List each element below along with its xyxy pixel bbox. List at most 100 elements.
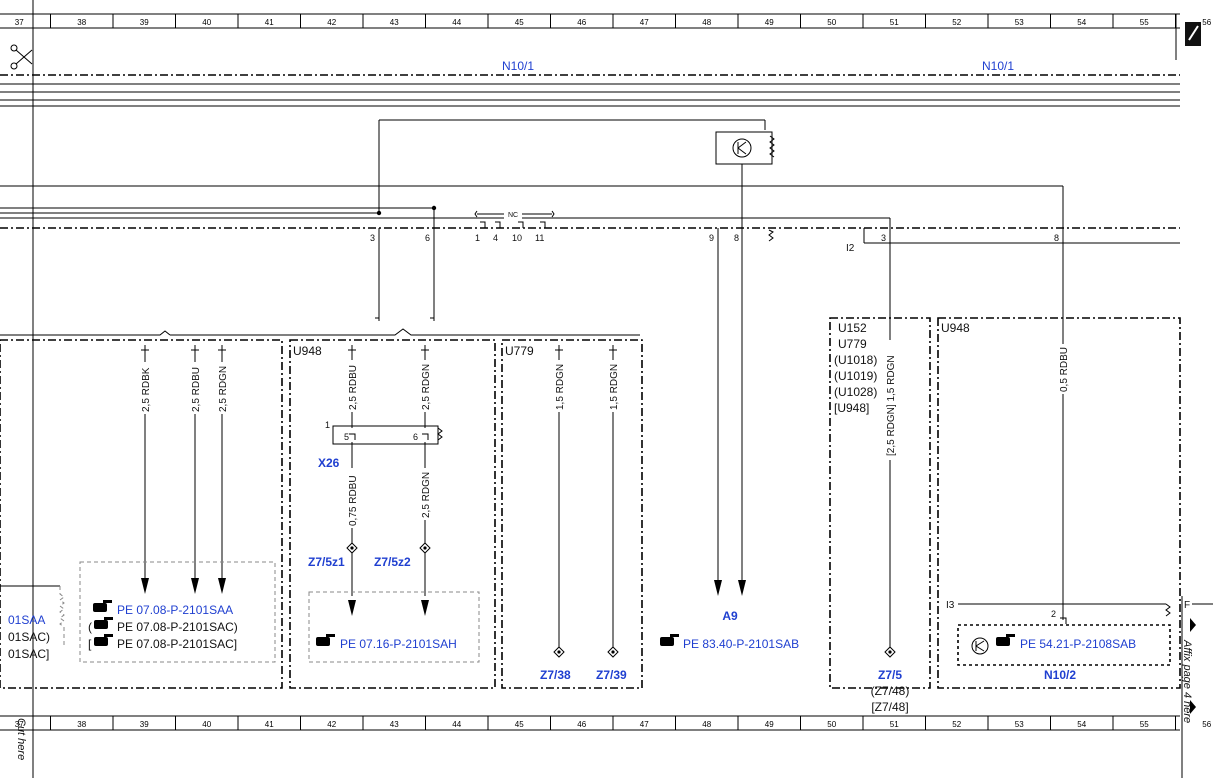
- ruler-number: 49: [765, 18, 774, 27]
- svg-text:1,5 RDGN: 1,5 RDGN: [555, 364, 566, 410]
- pointing-hand-icon: [94, 634, 113, 646]
- svg-text:PE 07.08-P-2101SAC]: PE 07.08-P-2101SAC]: [117, 637, 237, 651]
- pointing-hand-icon: [94, 617, 113, 629]
- ruler-number: 45: [515, 720, 524, 729]
- ruler-number: 51: [890, 18, 899, 27]
- ruler-number: 48: [702, 18, 711, 27]
- label-f: F: [1184, 600, 1190, 611]
- ruler-number: 41: [265, 720, 274, 729]
- connector-name: X26: [318, 456, 340, 470]
- ruler-number: 41: [265, 18, 274, 27]
- ref-a9: A9: [722, 609, 738, 623]
- svg-text:6: 6: [413, 432, 418, 442]
- u779-wires: 1,5 RDGN 1,5 RDGN Z7/38 Z7/39: [540, 345, 627, 682]
- affix-arrow-icon: [1190, 700, 1196, 714]
- svg-text:PE 07.08-P-2101SAA: PE 07.08-P-2101SAA: [117, 603, 233, 617]
- wire-label: 2,5 RDBK: [141, 367, 152, 412]
- ruler-number: 38: [77, 720, 86, 729]
- ruler-number: 54: [1077, 720, 1086, 729]
- splice-z7-5z1: Z7/5z1: [308, 555, 345, 569]
- ruler-number: 48: [702, 720, 711, 729]
- svg-text:(U1019): (U1019): [834, 369, 877, 383]
- svg-text:1,5 RDGN: 1,5 RDGN: [609, 364, 620, 410]
- svg-text:(U1028): (U1028): [834, 385, 877, 399]
- ruler-number: 42: [327, 18, 336, 27]
- ruler-number: 45: [515, 18, 524, 27]
- label-n10-2: N10/2: [1044, 668, 1076, 682]
- ruler-number: 53: [1015, 720, 1024, 729]
- svg-text:[: [: [88, 637, 92, 651]
- svg-text:0,75 RDBU: 0,75 RDBU: [348, 475, 359, 526]
- pin-10: 10: [512, 233, 522, 243]
- pencil-icon: [1185, 22, 1201, 46]
- svg-text:(: (: [88, 620, 92, 634]
- svg-text:PE 07.16-P-2101SAH: PE 07.16-P-2101SAH: [340, 637, 457, 651]
- label-i2: I2: [846, 243, 855, 254]
- cut-here-label: Cut here: [15, 718, 27, 760]
- ruler-number: 56: [1202, 18, 1211, 27]
- ruler-number: 44: [452, 720, 461, 729]
- ruler-number: 54: [1077, 18, 1086, 27]
- ruler-number: 43: [390, 18, 399, 27]
- splice-z7-48a: (Z7/48): [871, 684, 910, 698]
- code-u948: U948: [293, 344, 322, 358]
- svg-text:NC: NC: [508, 212, 518, 219]
- ruler-number: 46: [577, 720, 586, 729]
- left-box-wires: 2,5 RDBK 2,5 RDBU 2,5 RDGN: [140, 345, 229, 594]
- svg-text:2,5 RDGN: 2,5 RDGN: [421, 364, 432, 410]
- ruler-number: 46: [577, 18, 586, 27]
- splice-z7-5z2: Z7/5z2: [374, 555, 411, 569]
- ruler-number: 37: [15, 720, 24, 729]
- code-u152-block: U152 U779 (U1018) (U1019) (U1028) [U948]: [834, 321, 877, 415]
- u948-wires: 2,5 RDBU 2,5 RDGN 1 5 6 X26 0,75 RDBU 2,…: [308, 345, 443, 616]
- svg-text:2,5 RDBU: 2,5 RDBU: [348, 365, 359, 410]
- splice-z7-39: Z7/39: [596, 668, 627, 682]
- code-u779: U779: [505, 344, 534, 358]
- ruler-number: 55: [1140, 18, 1149, 27]
- affix-arrow-icon: [1190, 618, 1196, 632]
- ruler-number: 37: [15, 18, 24, 27]
- splice-z7-5: Z7/5: [878, 668, 902, 682]
- ruler-number: 39: [140, 18, 149, 27]
- ref-pe-83-40: PE 83.40-P-2101SAB: [660, 634, 799, 651]
- pin-3b: 3: [881, 233, 886, 243]
- ruler-number: 47: [640, 720, 649, 729]
- svg-text:2: 2: [1051, 609, 1056, 619]
- pin-4: 4: [493, 233, 498, 243]
- svg-text:(U1018): (U1018): [834, 353, 877, 367]
- pointing-hand-icon: [996, 634, 1015, 646]
- ruler-number: 55: [1140, 720, 1149, 729]
- svg-text:[U948]: [U948]: [834, 401, 869, 415]
- ruler-number: 42: [327, 720, 336, 729]
- svg-text:01SAC]: 01SAC]: [8, 647, 49, 661]
- pin-8b: 8: [1054, 233, 1059, 243]
- svg-text:2,5 RDGN: 2,5 RDGN: [421, 472, 432, 518]
- svg-text:01SAA: 01SAA: [8, 613, 45, 627]
- splice-z7-48b: [Z7/48]: [871, 700, 908, 714]
- svg-text:PE 83.40-P-2101SAB: PE 83.40-P-2101SAB: [683, 637, 799, 651]
- ruler-number: 53: [1015, 18, 1024, 27]
- bus-label-n10-1-right: N10/1: [982, 59, 1014, 73]
- ruler-number: 56: [1202, 720, 1211, 729]
- label-i3: I3: [946, 600, 955, 611]
- svg-text:PE 07.08-P-2101SAC): PE 07.08-P-2101SAC): [117, 620, 238, 634]
- connector-x26: 1 5 6 X26: [318, 420, 443, 470]
- pin-9: 9: [709, 233, 714, 243]
- svg-text:PE 54.21-P-2108SAB: PE 54.21-P-2108SAB: [1020, 637, 1136, 651]
- wire-label-u152: [2,5 RDGN] 1,5 RDGN: [886, 355, 897, 456]
- splice-z7-38: Z7/38: [540, 668, 571, 682]
- transistor-icon: [732, 138, 752, 158]
- ruler-number: 52: [952, 720, 961, 729]
- svg-text:01SAC): 01SAC): [8, 630, 50, 644]
- svg-text:1: 1: [325, 420, 330, 430]
- bus-label-n10-1-left: N10/1: [502, 59, 534, 73]
- pin-3: 3: [370, 233, 375, 243]
- ruler-number: 51: [890, 720, 899, 729]
- svg-text:U779: U779: [838, 337, 867, 351]
- pin-11: 11: [535, 233, 544, 243]
- pointing-hand-icon: [93, 600, 112, 612]
- ruler-number: 47: [640, 18, 649, 27]
- ruler-number: 49: [765, 720, 774, 729]
